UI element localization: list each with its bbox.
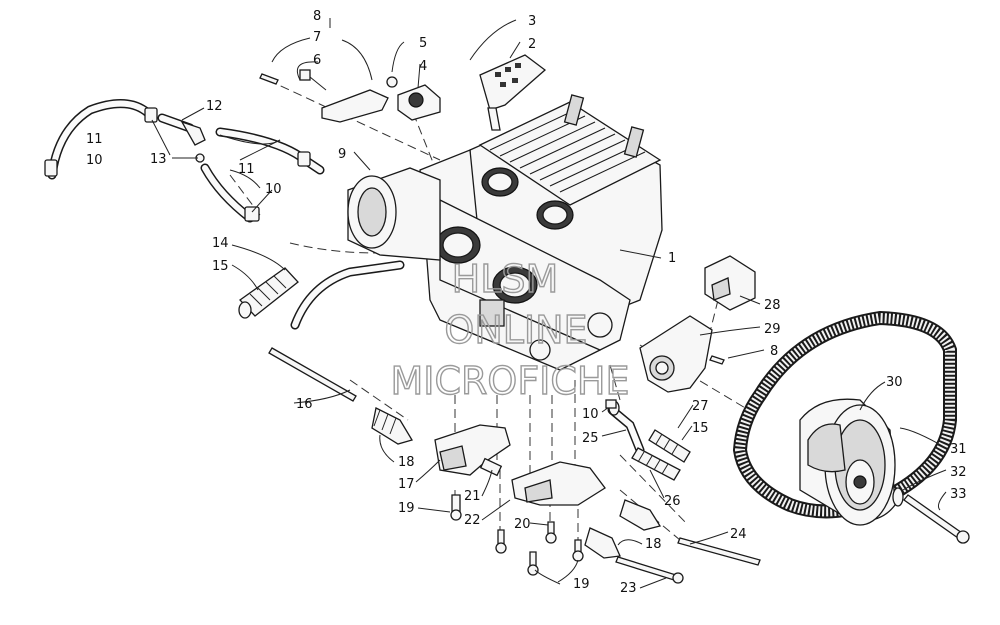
leader-lines — [151, 18, 947, 589]
engine-mounts — [268, 347, 761, 584]
callout-11-left: 11 — [86, 132, 103, 147]
watermark-line-3: MICROFICHE — [390, 359, 629, 403]
callout-3: 3 — [528, 14, 536, 29]
callout-33: 33 — [950, 487, 967, 502]
callout-23: 23 — [620, 581, 637, 596]
breather-hose — [238, 260, 405, 330]
callout-18-right: 18 — [645, 537, 662, 552]
callout-8-top: 8 — [313, 9, 321, 24]
callout-6: 6 — [313, 53, 321, 68]
callout-16: 16 — [296, 397, 313, 412]
callout-15-right: 15 — [692, 421, 709, 436]
callout-14: 14 — [212, 236, 229, 251]
drive-side — [607, 255, 756, 481]
callout-29: 29 — [764, 322, 781, 337]
watermark-line-1: HLSM — [452, 257, 559, 301]
callout-25: 25 — [582, 431, 599, 446]
callout-18-left: 18 — [398, 455, 415, 470]
callout-8-right: 8 — [770, 344, 778, 359]
clutch-assembly — [732, 310, 970, 544]
hose-assembly — [44, 99, 325, 223]
callout-24: 24 — [730, 527, 747, 542]
callout-32: 32 — [950, 465, 967, 480]
engine-block — [347, 94, 663, 371]
callout-22: 22 — [464, 513, 481, 528]
callout-17: 17 — [398, 477, 415, 492]
callout-30: 30 — [886, 375, 903, 390]
callout-5: 5 — [419, 36, 427, 51]
callout-20: 20 — [514, 517, 531, 532]
callout-2: 2 — [528, 37, 536, 52]
callout-13: 13 — [150, 152, 167, 167]
callout-31: 31 — [950, 442, 967, 457]
callout-12: 12 — [206, 99, 223, 114]
top-components — [259, 54, 547, 131]
callout-15-left: 15 — [212, 259, 229, 274]
callout-numbers: 1 2 3 4 5 6 7 8 8 9 10 10 10 11 11 12 13… — [86, 9, 967, 596]
callout-28: 28 — [764, 298, 781, 313]
callout-9: 9 — [338, 147, 346, 162]
callout-21: 21 — [464, 489, 481, 504]
callout-4: 4 — [419, 59, 427, 74]
callout-27: 27 — [692, 399, 709, 414]
callout-19-left: 19 — [398, 501, 415, 516]
hardware — [605, 355, 725, 409]
callout-11-mid: 11 — [238, 162, 255, 177]
watermark-line-2: ONLINE — [444, 308, 587, 352]
callout-10-left: 10 — [86, 153, 103, 168]
callout-1: 1 — [668, 251, 676, 266]
callout-7: 7 — [313, 30, 321, 45]
callout-10-mid: 10 — [265, 182, 282, 197]
callout-10-lower: 10 — [582, 407, 599, 422]
watermark: HLSM ONLINE MICROFICHE — [390, 256, 630, 403]
callout-19-bottom: 19 — [573, 577, 590, 592]
callout-26: 26 — [664, 494, 681, 509]
